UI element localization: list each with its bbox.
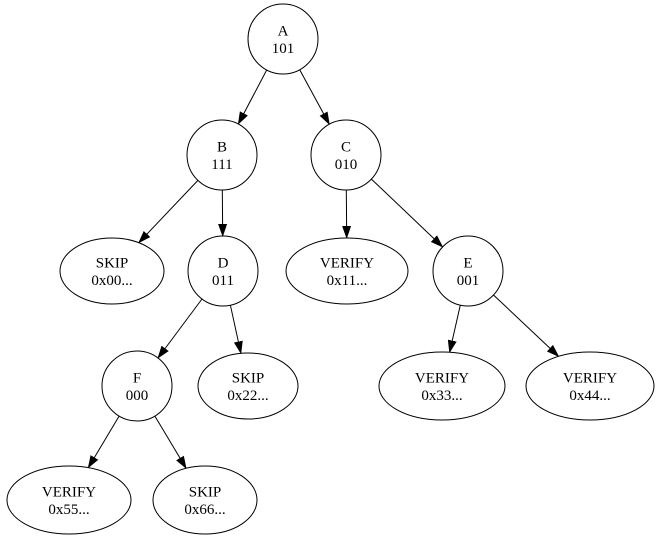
node-verify11-line-0: VERIFY (320, 256, 374, 272)
node-skip66-line-1: 0x66... (184, 502, 225, 518)
edge-B-skip00 (138, 180, 199, 244)
node-verify55-line-0: VERIFY (42, 485, 96, 501)
node-B-line-1: 111 (211, 157, 232, 173)
node-verify44-line-0: VERIFY (563, 371, 617, 387)
node-verify33-line-1: 0x33... (421, 388, 462, 404)
node-verify55-shape (6, 465, 132, 535)
node-D-line-1: 011 (212, 273, 234, 289)
node-E-line-0: E (463, 256, 472, 272)
node-skip22-line-1: 0x22... (227, 388, 268, 404)
edge-F-skip66 (154, 415, 187, 470)
node-verify33-shape (378, 351, 506, 421)
edge-A-B (237, 69, 268, 125)
edge-E-verify33 (447, 304, 461, 354)
edge-C-E (371, 178, 444, 248)
node-E-shape (432, 235, 504, 307)
node-F-shape (101, 350, 173, 422)
node-skip22-shape (197, 352, 299, 420)
node-skip66-shape (152, 465, 258, 535)
node-A-shape (247, 3, 319, 75)
node-skip00-line-1: 0x00... (91, 273, 132, 289)
node-verify55-line-1: 0x55... (48, 502, 89, 518)
edge-E-verify44 (493, 294, 560, 358)
node-F-line-0: F (133, 371, 141, 387)
node-A-line-0: A (278, 24, 289, 40)
node-C-shape (310, 119, 382, 191)
edge-A-C (299, 69, 330, 126)
edge-D-skip22 (229, 305, 243, 355)
node-verify44-shape (525, 351, 655, 421)
node-F-line-1: 000 (126, 388, 149, 404)
node-A-line-1: 101 (272, 41, 295, 57)
node-skip66-line-0: SKIP (189, 485, 222, 501)
node-skip00-shape (59, 237, 165, 305)
node-E-line-1: 001 (457, 273, 480, 289)
node-C-line-0: C (341, 140, 351, 156)
node-verify11-shape (285, 237, 409, 305)
node-skip22-line-0: SKIP (232, 371, 265, 387)
node-verify11-line-1: 0x11... (327, 273, 368, 289)
node-skip00-line-0: SKIP (96, 256, 129, 272)
edge-F-verify55 (87, 415, 120, 469)
node-verify33-line-0: VERIFY (415, 371, 469, 387)
node-D-shape (187, 235, 259, 307)
node-D-line-0: D (218, 256, 229, 272)
node-C-line-1: 010 (335, 157, 358, 173)
node-verify44-line-1: 0x44... (569, 388, 610, 404)
node-B-line-0: B (217, 140, 227, 156)
node-B-shape (186, 119, 258, 191)
edge-D-F (157, 298, 203, 359)
